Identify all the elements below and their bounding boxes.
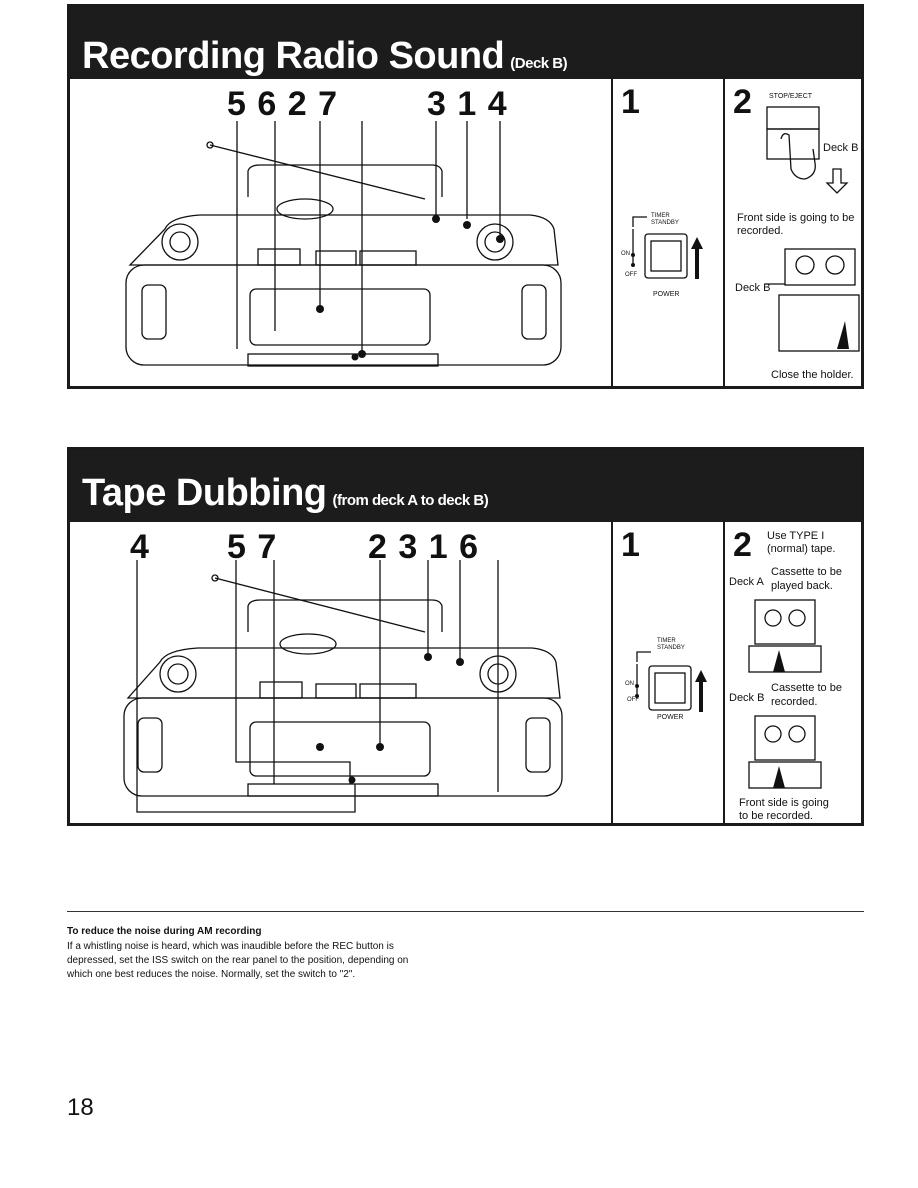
deck-b-side-label: Deck B (735, 282, 771, 294)
standby-label: STANDBY (657, 645, 685, 651)
step-number: 2 (733, 83, 752, 121)
deck-b-label: Deck B (729, 692, 765, 704)
power-switch-drawing (631, 216, 703, 279)
timer-label: TIMER (657, 638, 676, 644)
section-subtitle: (Deck B) (510, 55, 568, 72)
deck-b-drawing (765, 106, 860, 352)
power-label: POWER (653, 291, 680, 298)
standby-label: STANDBY (651, 220, 679, 226)
deck-b-text-2: recorded. (771, 696, 818, 708)
callout-numbers-right: 3 1 4 (427, 85, 508, 123)
section-title-bar: Tape Dubbing(from deck A to deck B) (70, 450, 861, 522)
close-holder-text: Close the holder. (771, 369, 854, 381)
step-1-panel: 1 TIMER STANDBY ON OFF POWER (611, 79, 725, 386)
page-number: 18 (67, 1094, 94, 1121)
stop-eject-label: STOP/EJECT (769, 93, 813, 100)
step-2-panel: 2 Use TYPE I (normal) tape. Deck A Casse… (723, 522, 861, 823)
front-side-text-1: Front side is going (739, 797, 829, 809)
deck-b-label: Deck B (823, 142, 859, 154)
on-label: ON (625, 681, 634, 687)
section-title: Recording Radio Sound(Deck B) (82, 35, 568, 77)
callout-numbers-mid: 5 7 (227, 528, 278, 566)
section-subtitle: (from deck A to deck B) (332, 492, 489, 509)
off-label: OFF (627, 697, 639, 703)
tape-dubbing-section: Tape Dubbing(from deck A to deck B) 4 5 … (67, 447, 864, 826)
boombox-drawing (123, 560, 563, 813)
step-1-panel: 1 TIMER STANDBY ON OFF POWER (611, 522, 725, 823)
callout-numbers-left: 5 6 2 7 (227, 85, 338, 123)
step-number: 1 (621, 526, 640, 564)
callout-number-left: 4 (130, 528, 150, 566)
off-label: OFF (625, 272, 637, 278)
step-2-panel: 2 STOP/EJECT Deck B Front side is going … (723, 79, 861, 386)
front-side-text-2: to be recorded. (739, 810, 813, 822)
deck-a-text-1: Cassette to be (771, 566, 842, 578)
on-label: ON (621, 251, 630, 257)
note-body: If a whistling noise is heard, which was… (67, 941, 409, 980)
note-title: To reduce the noise during AM recording (67, 926, 262, 937)
recording-radio-section: Recording Radio Sound(Deck B) 5 6 2 7 3 … (67, 4, 864, 389)
power-switch-drawing (635, 651, 707, 712)
cassette-drawings (748, 599, 822, 789)
section-title-bar: Recording Radio Sound(Deck B) (70, 7, 861, 79)
boombox-illustration-panel: 4 5 7 2 3 1 6 (70, 522, 611, 823)
boombox-illustration-panel: 5 6 2 7 3 1 4 (70, 79, 611, 386)
timer-label: TIMER (651, 213, 670, 219)
divider-rule (67, 911, 864, 912)
deck-a-text-2: played back. (771, 580, 833, 592)
callout-numbers-right: 2 3 1 6 (368, 528, 479, 566)
deck-a-label: Deck A (729, 576, 764, 588)
front-side-text: Front side is going to be recorded. (737, 212, 855, 237)
step-number: 1 (621, 83, 640, 121)
tape-type-line-2: (normal) tape. (767, 543, 836, 555)
boombox-drawing (125, 121, 562, 367)
deck-b-text-1: Cassette to be (771, 682, 842, 694)
power-label: POWER (657, 714, 684, 721)
step-number: 2 (733, 526, 752, 564)
section-title: Tape Dubbing(from deck A to deck B) (82, 472, 489, 514)
tape-type-line-1: Use TYPE I (767, 530, 825, 542)
